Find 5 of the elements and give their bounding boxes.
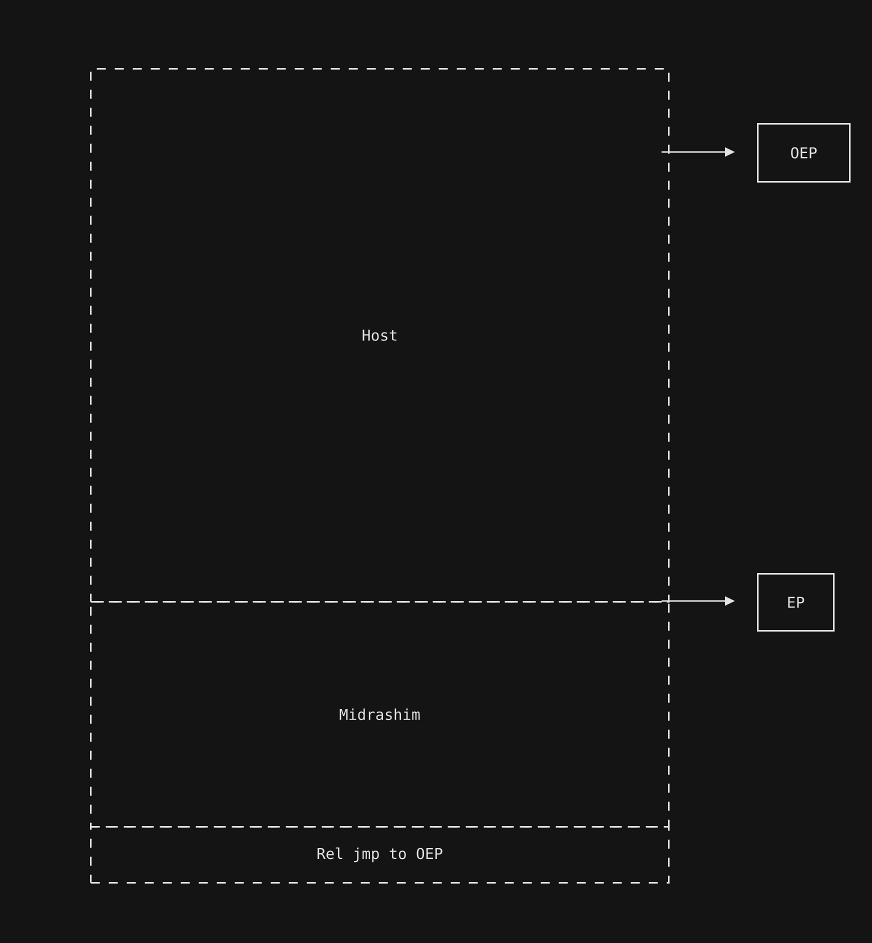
memory-section: Host [90,68,670,603]
label-box: OEP [757,123,851,183]
memory-section: Midrashim [90,601,670,828]
memory-section: Rel jmp to OEP [90,826,670,884]
label-box: EP [757,573,835,632]
